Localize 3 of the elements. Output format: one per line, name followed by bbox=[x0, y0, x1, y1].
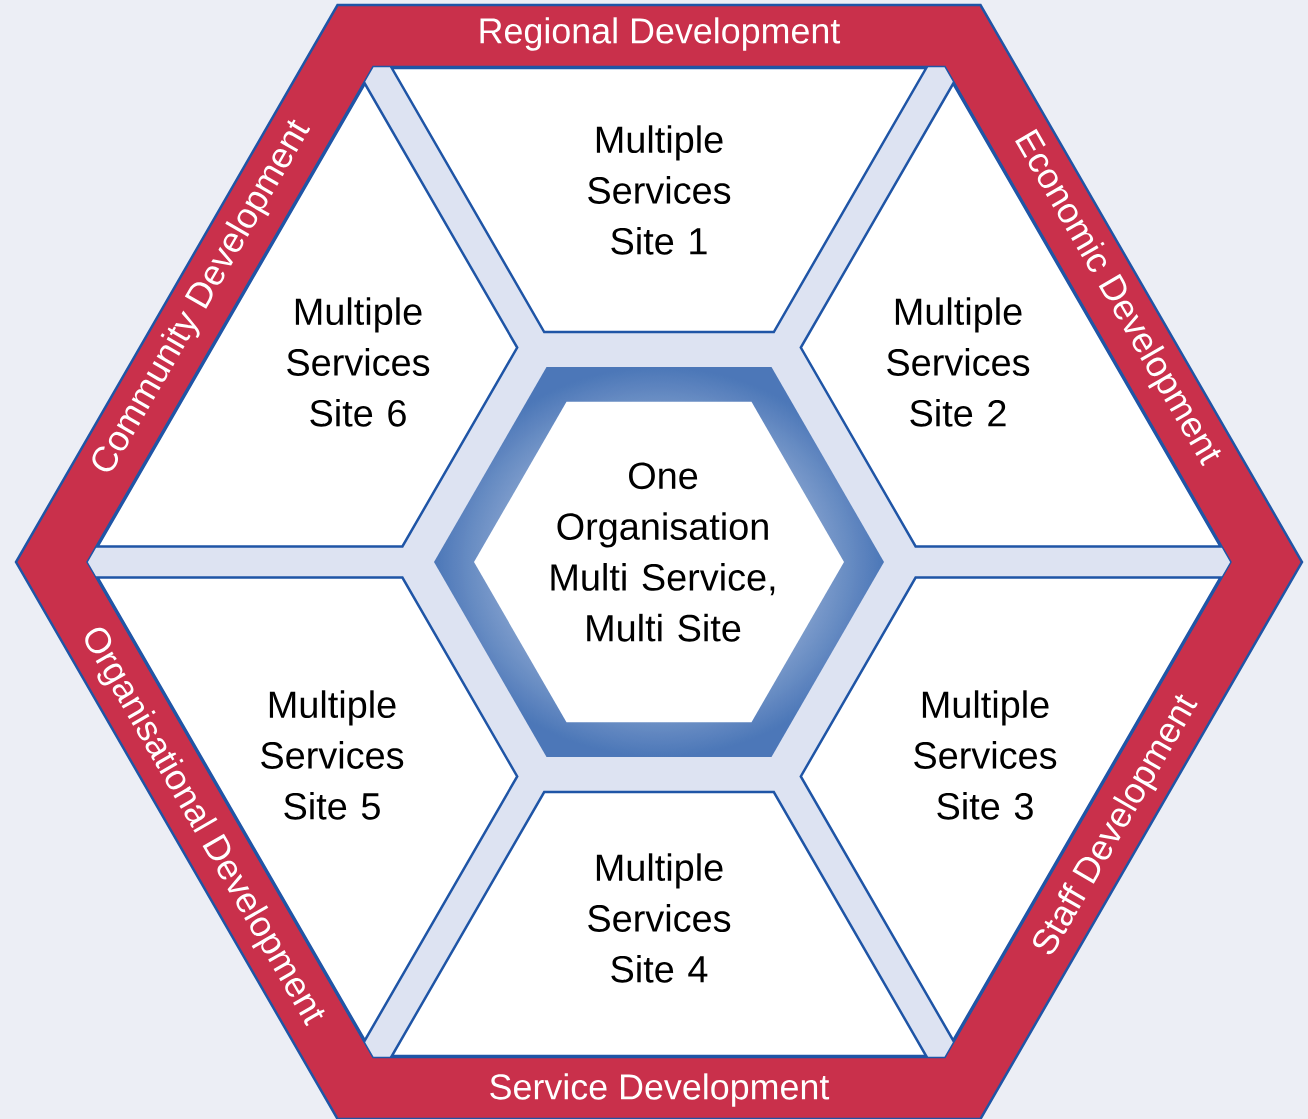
band-label: Service Development bbox=[490, 1073, 830, 1107]
center-hexagon: One Organisation Multi Service, Multi Site bbox=[474, 401, 844, 723]
band-label: Regional Development bbox=[480, 17, 841, 51]
